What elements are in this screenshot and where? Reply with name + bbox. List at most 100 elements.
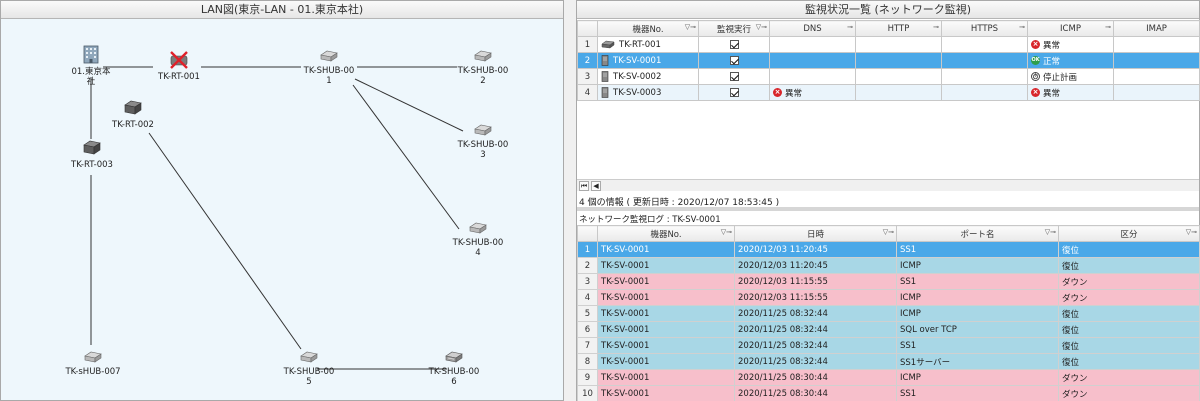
col-header-monitor[interactable]: 監視実行▽⊸	[698, 20, 770, 37]
log-col-device[interactable]: 機器No.▽⊸	[597, 225, 735, 242]
switch-icon	[84, 351, 102, 363]
panel-splitter[interactable]	[577, 207, 1199, 211]
node-shub005[interactable]: TK-SHUB-00 5	[264, 350, 354, 387]
row-number: 1	[577, 36, 598, 53]
http-cell	[855, 84, 942, 101]
log-port-cell: SS1	[896, 337, 1059, 354]
error-icon: ×	[773, 88, 782, 97]
log-col-kind[interactable]: 区分▽⊸	[1058, 225, 1200, 242]
node-rt003[interactable]: TK-RT-003	[47, 139, 137, 170]
imap-cell	[1113, 84, 1200, 101]
pin-icon[interactable]: ⊸	[1019, 23, 1025, 31]
checkbox-checked[interactable]	[729, 87, 739, 97]
log-device-cell: TK-SV-0001	[597, 353, 735, 370]
ok-icon: OK	[1031, 56, 1040, 66]
lan-map-title: LAN図(東京-LAN - 01.東京本社)	[1, 1, 563, 19]
device-cell[interactable]: TK-RT-001	[597, 36, 699, 53]
filter-pin-icon[interactable]: ▽⊸	[1044, 228, 1056, 236]
monitor-checkbox[interactable]	[698, 68, 770, 85]
pin-icon[interactable]: ⊸	[1105, 23, 1111, 31]
row-number: 3	[577, 273, 598, 290]
node-label: TK-SHUB-00 3	[457, 140, 509, 160]
node-hq[interactable]: 01.東京本 社	[46, 44, 136, 87]
col-header-imap[interactable]: IMAP	[1113, 20, 1200, 37]
col-header-icmp[interactable]: ICMP⊸	[1027, 20, 1114, 37]
log-datetime-cell: 2020/12/03 11:15:55	[734, 289, 897, 306]
node-shub007[interactable]: TK-sHUB-007	[48, 350, 138, 377]
scroll-first-icon[interactable]: ⏮	[579, 181, 589, 191]
log-datetime-cell: 2020/11/25 08:32:44	[734, 305, 897, 322]
node-label: TK-sHUB-007	[65, 367, 121, 377]
monitor-checkbox[interactable]	[698, 36, 770, 53]
filter-pin-icon[interactable]: ▽⊸	[720, 228, 732, 236]
pin-icon[interactable]: ⊸	[933, 23, 939, 31]
checkbox-checked[interactable]	[729, 71, 739, 81]
monitor-checkbox[interactable]	[698, 52, 770, 69]
icmp-cell: ×異常	[1027, 36, 1114, 53]
checkbox-checked[interactable]	[729, 39, 739, 49]
log-col-datetime[interactable]: 日時▽⊸	[734, 225, 897, 242]
link-rt002-shub005	[148, 132, 302, 350]
log-datetime-cell: 2020/12/03 11:20:45	[734, 241, 897, 258]
filter-pin-icon[interactable]: ▽⊸	[755, 23, 767, 31]
node-shub001[interactable]: TK-SHUB-00 1	[284, 49, 374, 86]
row-header-corner	[577, 20, 598, 37]
col-header-http[interactable]: HTTP⊸	[855, 20, 942, 37]
row-header-corner	[577, 225, 598, 242]
device-cell[interactable]: TK-SV-0003	[597, 84, 699, 101]
device-cell[interactable]: TK-SV-0001	[597, 52, 699, 69]
filter-pin-icon[interactable]: ▽⊸	[684, 23, 696, 31]
checkbox-checked[interactable]	[729, 55, 739, 65]
node-rt002[interactable]: TK-RT-002	[88, 99, 178, 130]
log-datetime-cell: 2020/12/03 11:15:55	[734, 273, 897, 290]
node-rt001[interactable]: TK-RT-001	[134, 51, 224, 82]
table-row[interactable]: 3 TK-SV-0002 ⏱停止計画	[577, 68, 1200, 85]
monitor-table: 機器No.▽⊸ 監視実行▽⊸ DNS⊸ HTTP⊸ HTTPS⊸ ICMP⊸ I…	[577, 20, 1200, 101]
lan-map-canvas[interactable]: 01.東京本 社 TK-RT-001 TK-SHUB-00 1	[1, 19, 563, 400]
dns-cell: ×異常	[769, 84, 856, 101]
log-datetime-cell: 2020/11/25 08:32:44	[734, 321, 897, 338]
router-icon	[601, 40, 615, 48]
monitor-panel: 監視状況一覧 (ネットワーク監視) 機器No.▽⊸ 監視実行▽⊸ DNS⊸ HT…	[576, 0, 1200, 401]
node-shub006[interactable]: TK-SHUB-00 6	[409, 350, 499, 387]
monitor-checkbox[interactable]	[698, 84, 770, 101]
log-kind-cell: ダウン	[1058, 273, 1200, 290]
icmp-cell: ×異常	[1027, 84, 1114, 101]
node-shub002[interactable]: TK-SHUB-00 2	[438, 49, 528, 86]
node-shub003[interactable]: TK-SHUB-00 3	[438, 123, 528, 160]
log-device-cell: TK-SV-0001	[597, 369, 735, 386]
link-lines	[90, 66, 464, 370]
scroll-left-icon[interactable]: ◀	[591, 181, 601, 191]
row-number: 8	[577, 353, 598, 370]
col-header-device[interactable]: 機器No.▽⊸	[597, 20, 699, 37]
device-cell[interactable]: TK-SV-0002	[597, 68, 699, 85]
dns-cell	[769, 52, 856, 69]
node-shub004[interactable]: TK-SHUB-00 4	[433, 221, 523, 258]
col-header-https[interactable]: HTTPS⊸	[941, 20, 1028, 37]
node-label: 01.東京本 社	[71, 67, 111, 87]
col-header-dns[interactable]: DNS⊸	[769, 20, 856, 37]
filter-pin-icon[interactable]: ▽⊸	[882, 228, 894, 236]
table-row[interactable]: 1 TK-RT-001 ×異常	[577, 36, 1200, 53]
router-icon	[124, 100, 142, 115]
horizontal-scrollbar[interactable]: ⏮ ◀	[577, 179, 1199, 191]
table-row[interactable]: 4 TK-SV-0003 ×異常 ×異常	[577, 84, 1200, 101]
filter-pin-icon[interactable]: ▽⊸	[1185, 228, 1197, 236]
log-device-cell: TK-SV-0001	[597, 289, 735, 306]
log-kind-cell: 復位	[1058, 353, 1200, 370]
info-status: 4 個の情報 ( 更新日時 : 2020/12/07 18:53:45 )	[579, 198, 780, 208]
log-kind-cell: 復位	[1058, 241, 1200, 258]
pin-icon[interactable]: ⊸	[847, 23, 853, 31]
log-col-port[interactable]: ポート名▽⊸	[896, 225, 1059, 242]
